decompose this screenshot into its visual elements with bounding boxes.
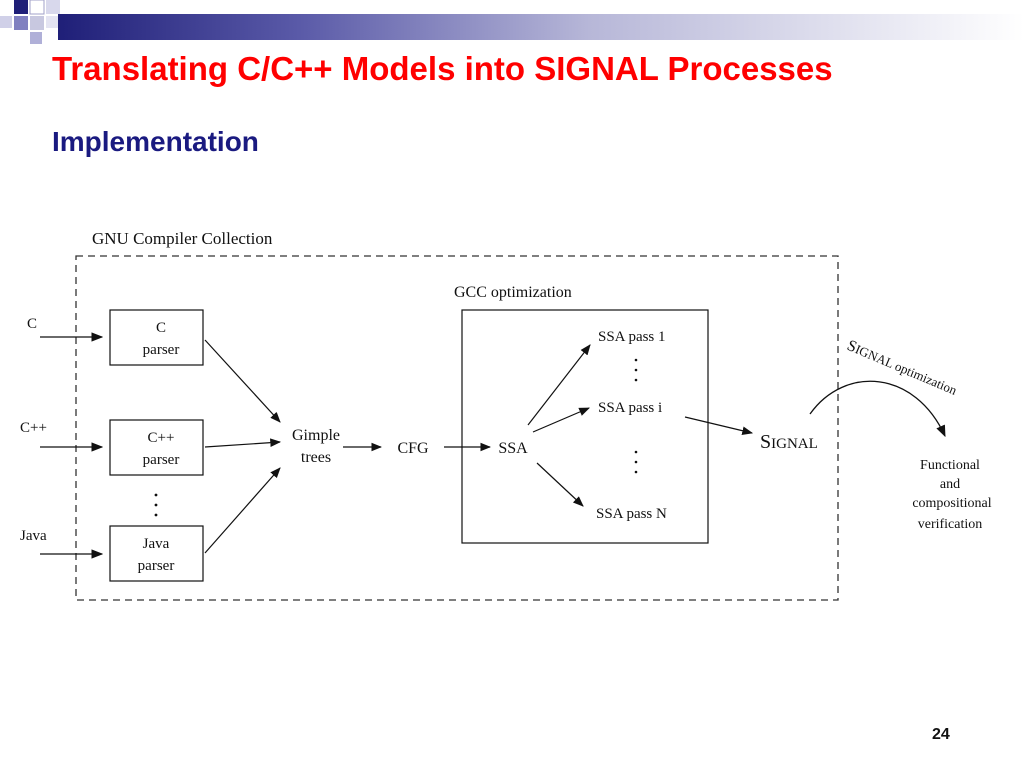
gcc-optimization-label: GCC optimization (454, 284, 572, 301)
cfg-label: CFG (397, 440, 429, 457)
page-number: 24 (932, 726, 950, 743)
cpp-parser-line2: parser (143, 452, 180, 468)
ssa-pass-i-label: SSA pass i (598, 400, 662, 416)
signal-optimization-label: SIGNAL optimization (844, 337, 960, 399)
gimple-line1: Gimple (292, 427, 340, 444)
slide-title: Translating C/C++ Models into SIGNAL Pro… (52, 50, 833, 87)
passi-to-signal-arrow (684, 416, 754, 435)
ssa-pass-ellipsis-top (634, 358, 638, 382)
ssa-to-pass1-arrow (527, 344, 591, 426)
verification-line3: compositional (912, 496, 991, 511)
java-parser-line1: Java (143, 536, 170, 552)
ssa-pass-ellipsis-bottom (634, 450, 638, 474)
c-parser-box (109, 309, 204, 366)
gcc-optimization-box (461, 309, 709, 544)
verification-line1: Functional (920, 458, 980, 473)
java-to-gimple-arrow (204, 467, 281, 554)
input-cpp-label: C++ (20, 420, 47, 436)
java-parser-line2: parser (138, 558, 175, 574)
slide-subtitle: Implementation (52, 126, 259, 157)
gcc-collection-box (75, 255, 839, 601)
ssa-pass-n-label: SSA pass N (596, 506, 667, 522)
ssa-to-passi-arrow (532, 407, 590, 433)
header-gradient-bar (58, 14, 1024, 40)
java-parser-box (109, 525, 204, 582)
ssa-pass-1-label: SSA pass 1 (598, 329, 666, 345)
input-c-label: C (27, 316, 37, 332)
c-parser-line1: C (156, 320, 166, 336)
signal-optimization-arrow (809, 380, 946, 438)
ssa-label: SSA (498, 440, 528, 457)
cpp-parser-box (109, 419, 204, 476)
signal-label: SIGNAL (760, 431, 818, 453)
verification-line4: verification (918, 517, 983, 532)
verification-line2: and (940, 477, 960, 492)
corner-decoration (0, 0, 90, 60)
cpp-to-gimple-arrow (204, 438, 282, 448)
c-to-gimple-arrow (204, 339, 281, 423)
input-java-label: Java (20, 528, 47, 544)
c-parser-line2: parser (143, 342, 180, 358)
parser-ellipsis (154, 493, 158, 517)
gimple-line2: trees (301, 449, 331, 466)
cpp-parser-line1: C++ (148, 430, 175, 446)
ssa-to-passn-arrow (536, 462, 584, 507)
gcc-collection-label: GNU Compiler Collection (92, 229, 273, 248)
